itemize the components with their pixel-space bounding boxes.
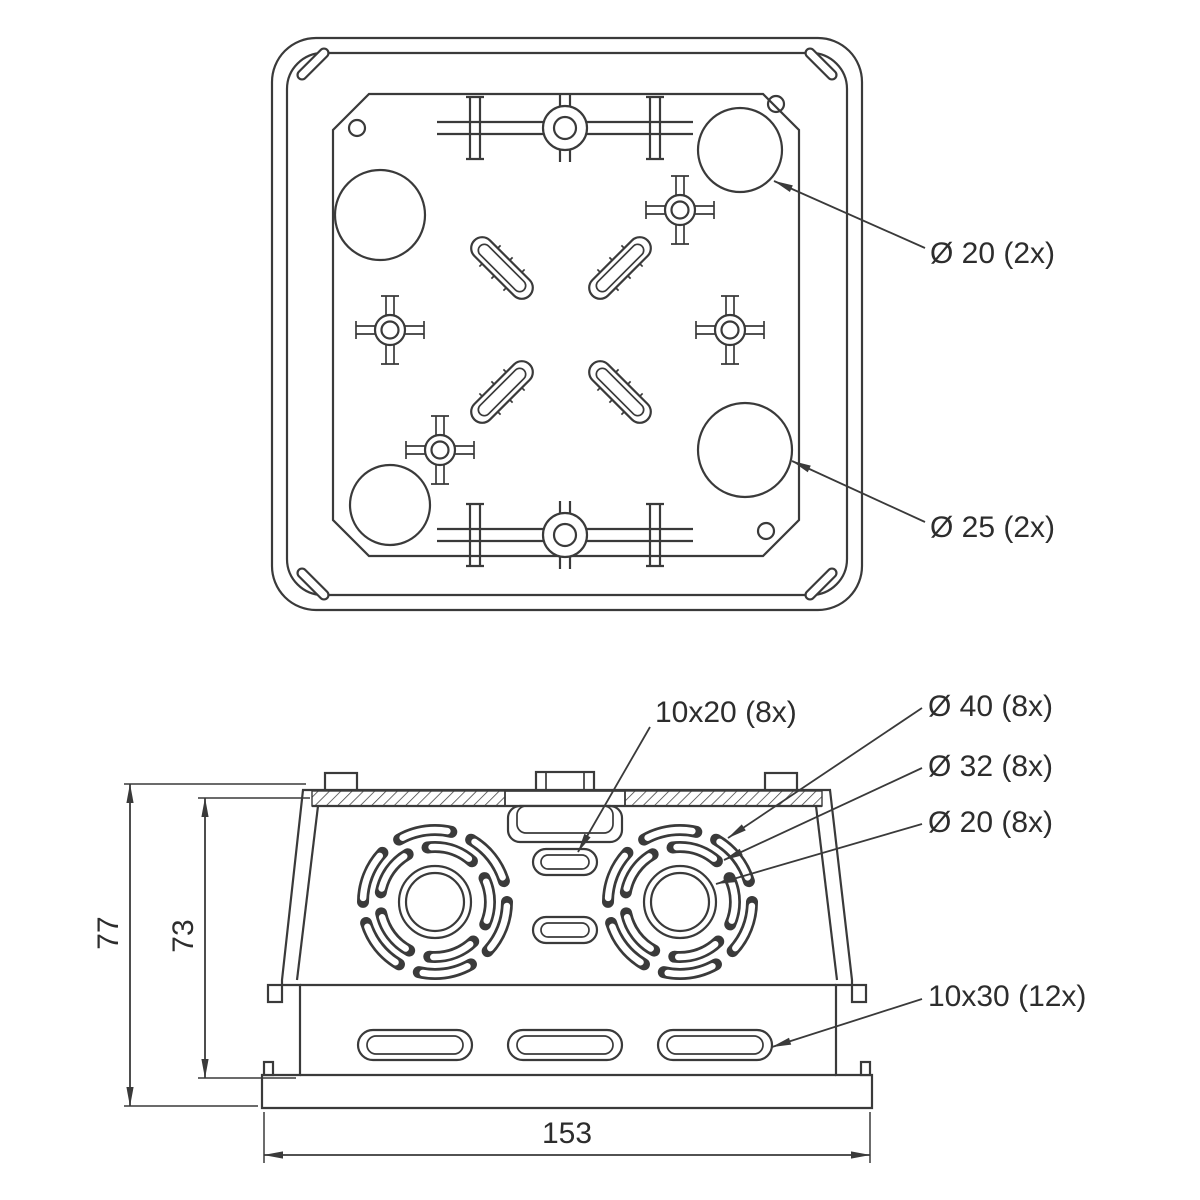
- leader-d32: [723, 767, 923, 861]
- knockout-d25-bottom-right: [696, 401, 794, 499]
- label-d40: Ø 40 (8x): [928, 690, 1053, 723]
- knockout-d20-top-right: [696, 106, 784, 194]
- label-d20-2x: Ø 20 (2x): [930, 237, 1055, 270]
- inner-wall-right: [814, 805, 839, 981]
- dim-text-153: 153: [542, 1117, 592, 1150]
- slot-10x30-right: [656, 1028, 774, 1062]
- hatched-rim-right: [624, 790, 823, 807]
- dim-text-77: 77: [92, 916, 125, 949]
- step-hook-right: [850, 983, 868, 1004]
- label-d32: Ø 32 (8x): [928, 750, 1053, 783]
- inner-wall-left: [295, 805, 320, 981]
- dimensions: 77 73 153: [92, 783, 871, 1163]
- label-d20-8x: Ø 20 (8x): [928, 806, 1053, 839]
- hatched-rim-left: [311, 790, 506, 807]
- foot-nub-left: [262, 1060, 275, 1077]
- annotations: Ø 20 (2x) Ø 25 (2x) 10x20 (8x) Ø 40 (8x)…: [577, 180, 1086, 1048]
- slot-10x20-lower: [531, 915, 599, 945]
- dim-text-73: 73: [167, 919, 200, 952]
- label-d25-2x: Ø 25 (2x): [930, 511, 1055, 544]
- pilot-hole-left: [347, 118, 367, 138]
- slot-10x30-center: [506, 1028, 624, 1062]
- leader-d20-2x: [773, 180, 926, 249]
- label-10x20: 10x20 (8x): [655, 696, 797, 729]
- label-10x30: 10x30 (12x): [928, 980, 1086, 1013]
- top-view: [270, 36, 864, 612]
- leader-d40: [727, 707, 923, 839]
- pilot-hole-top-right: [766, 94, 786, 114]
- step-hook-left: [266, 983, 284, 1004]
- leader-d25-2x: [791, 460, 926, 523]
- foot-nub-right: [859, 1060, 872, 1077]
- box-outer-frame: [270, 36, 864, 612]
- body-outline: [260, 788, 874, 1110]
- box-inner-frame: [285, 51, 849, 597]
- slot-10x30-left: [356, 1028, 474, 1062]
- top-tab-left: [323, 771, 359, 793]
- pilot-hole-bottom-right: [756, 521, 776, 541]
- leader-10x30: [771, 998, 923, 1048]
- top-tab-center: [534, 770, 596, 793]
- leader-d20-8x: [715, 823, 923, 885]
- knockout-d20-bottom-left: [348, 463, 432, 547]
- front-view: [260, 770, 874, 1110]
- leader-10x20: [577, 726, 651, 853]
- slot-10x20-upper: [531, 847, 599, 877]
- knockout-d25-left: [333, 168, 427, 262]
- top-tab-right: [763, 771, 799, 793]
- base-plate-outline: [331, 92, 801, 558]
- center-mount-box: [506, 804, 624, 844]
